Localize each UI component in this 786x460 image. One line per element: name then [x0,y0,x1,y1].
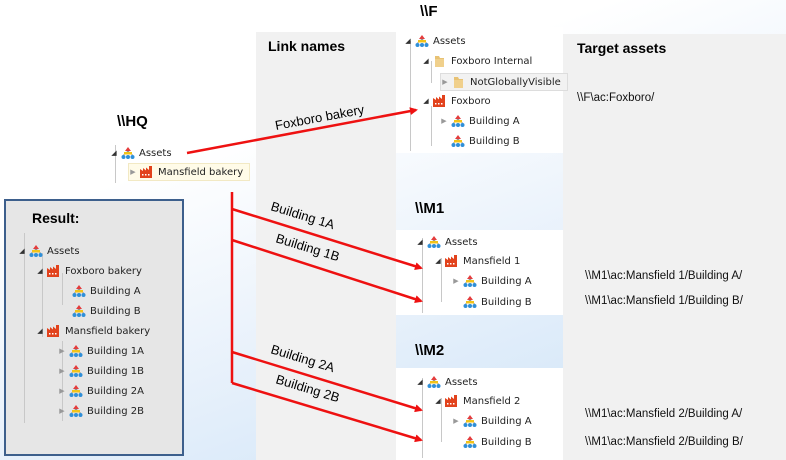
target-asset-path: \\M1\ac:Mansfield 1/Building A/ [585,270,743,282]
link-arrow-building-1a [231,207,423,271]
collapsed-arrow-icon[interactable]: ▶ [453,417,459,425]
target-asset-path: \\F\ac:Foxboro/ [577,92,655,104]
m2-tree-node-mansfield-2[interactable]: ◢ Mansfield 2 [435,395,521,407]
m2-tree-panel: ◢ Assets ◢ Mansfield 2 ▶ Building A Buil… [396,368,563,460]
expanded-arrow-icon[interactable]: ◢ [417,238,423,246]
f-tree-node-building-b[interactable]: Building B [451,133,520,149]
expanded-arrow-icon[interactable]: ◢ [423,97,429,105]
expanded-arrow-icon[interactable]: ◢ [37,327,43,335]
result-panel: Result: ◢ Assets ◢ Foxboro bakery Buildi… [4,199,184,456]
result-tree-node-building-b[interactable]: Building B [72,303,141,319]
server-label-f: \\F [420,3,438,20]
target-assets-heading: Target assets [577,40,667,56]
hq-tree-node-assets[interactable]: ◢ Assets [111,146,172,160]
m2-tree-node-building-a[interactable]: ▶ Building A [453,414,532,428]
result-tree-node-assets[interactable]: ◢ Assets [19,244,80,258]
link-arrow-building-1b [231,238,423,303]
collapsed-arrow-icon[interactable]: ▶ [442,78,448,86]
target-asset-path: \\M1\ac:Mansfield 1/Building B/ [585,295,743,307]
collapsed-arrow-icon[interactable]: ▶ [441,117,447,125]
server-label-hq: \\HQ [117,113,148,130]
result-title: Result: [32,210,80,226]
link-names-heading: Link names [268,38,346,54]
m1-tree-node-assets[interactable]: ◢ Assets [417,235,478,249]
expanded-arrow-icon[interactable]: ◢ [423,57,429,65]
link-label-building-2a: Building 2A [269,342,337,376]
link-arrow-building-2a [231,350,423,413]
f-tree-node-foxboro-internal[interactable]: ◢ Foxboro Internal [423,55,533,67]
expanded-arrow-icon[interactable]: ◢ [111,149,117,157]
f-tree-node-not-globally-visible[interactable]: ▶ NotGloballyVisible [440,73,568,91]
m1-tree-node-mansfield-1[interactable]: ◢ Mansfield 1 [435,255,521,267]
expanded-arrow-icon[interactable]: ◢ [435,397,441,405]
server-label-m1: \\M1 [415,200,445,217]
m1-tree-panel: ◢ Assets ◢ Mansfield 1 ▶ Building A Buil… [396,230,563,315]
expanded-arrow-icon[interactable]: ◢ [37,267,43,275]
collapsed-arrow-icon[interactable]: ▶ [59,347,65,355]
f-tree-node-building-a[interactable]: ▶ Building A [441,114,520,128]
link-label-building-2b: Building 2B [274,372,341,406]
result-tree-node-building-a[interactable]: Building A [72,283,141,299]
hq-tree-node-mansfield-bakery[interactable]: ▶ Mansfield bakery [128,163,251,181]
target-asset-path: \\M1\ac:Mansfield 2/Building A/ [585,408,743,420]
result-tree-node-building-1a[interactable]: ▶ Building 1A [59,344,144,358]
collapsed-arrow-icon[interactable]: ▶ [59,387,65,395]
target-asset-path: \\M1\ac:Mansfield 2/Building B/ [585,436,743,448]
f-tree-node-assets[interactable]: ◢ Assets [405,34,466,48]
link-arrow-foxboro-bakery [186,107,418,155]
expanded-arrow-icon[interactable]: ◢ [405,37,411,45]
result-tree-node-mansfield-bakery[interactable]: ◢ Mansfield bakery [37,325,151,337]
expanded-arrow-icon[interactable]: ◢ [435,257,441,265]
collapsed-arrow-icon[interactable]: ▶ [130,168,136,176]
target-assets-column [563,34,786,460]
m1-tree-node-building-b[interactable]: Building B [463,294,532,310]
link-names-column [256,32,396,460]
f-tree-panel: ◢ Assets ◢ Foxboro Internal ▶ NotGloball… [396,27,568,153]
f-tree-node-foxboro[interactable]: ◢ Foxboro [423,95,491,107]
m2-tree-node-building-b[interactable]: Building B [463,434,532,450]
m1-tree-node-building-a[interactable]: ▶ Building A [453,274,532,288]
expanded-arrow-icon[interactable]: ◢ [417,378,423,386]
result-tree-node-building-2a[interactable]: ▶ Building 2A [59,384,144,398]
collapsed-arrow-icon[interactable]: ▶ [59,407,65,415]
m2-tree-node-assets[interactable]: ◢ Assets [417,375,478,389]
result-tree-node-building-2b[interactable]: ▶ Building 2B [59,404,144,418]
result-tree-node-foxboro-bakery[interactable]: ◢ Foxboro bakery [37,265,142,277]
expanded-arrow-icon[interactable]: ◢ [19,247,25,255]
link-label-building-1a: Building 1A [269,199,337,233]
link-label-building-1b: Building 1B [274,231,341,265]
result-tree-node-building-1b[interactable]: ▶ Building 1B [59,364,144,378]
collapsed-arrow-icon[interactable]: ▶ [59,367,65,375]
collapsed-arrow-icon[interactable]: ▶ [453,277,459,285]
link-arrow-building-2b [231,381,423,443]
server-label-m2: \\M2 [415,342,445,359]
